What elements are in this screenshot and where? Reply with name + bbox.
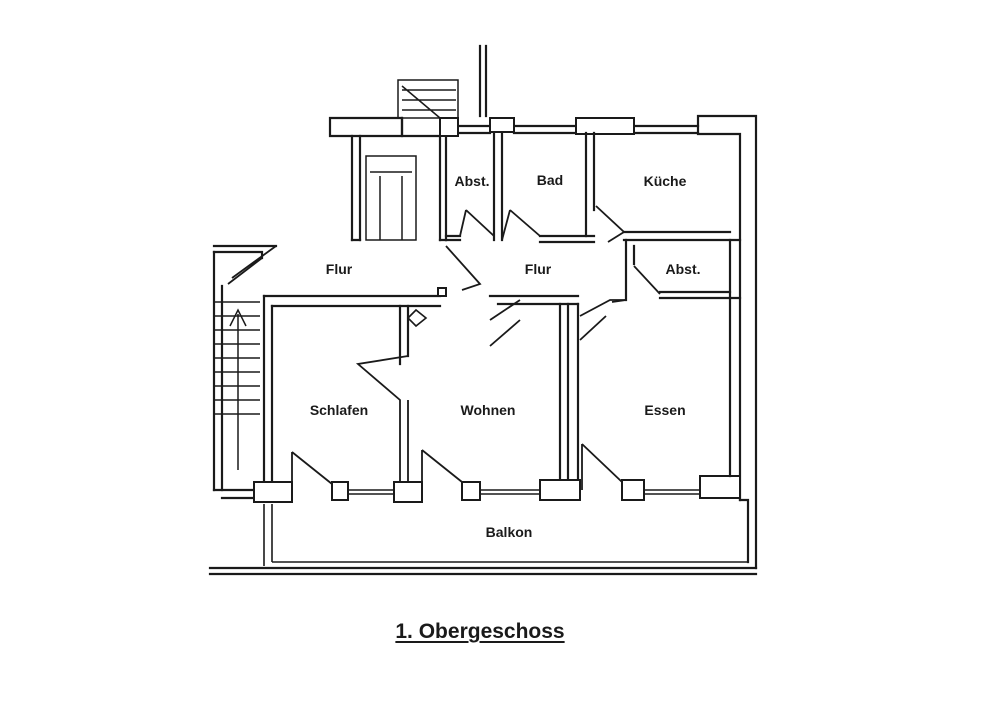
door-schlafen-balkon: [291, 451, 333, 490]
upper-rooms: [444, 131, 742, 303]
room-label-abst-right: Abst.: [666, 261, 701, 277]
wall-wohnen-essen: [558, 302, 580, 484]
stairs: [212, 301, 260, 500]
window: [644, 489, 700, 495]
window: [348, 489, 394, 495]
column: [437, 287, 447, 297]
wall-segment: [328, 116, 404, 138]
wall-segment: [444, 234, 462, 242]
elevator: [365, 155, 417, 241]
door-essen-balkon: [581, 443, 623, 490]
door-bad: [501, 209, 541, 241]
door-flur-left: [227, 245, 277, 285]
flur-walls: [212, 238, 626, 492]
door-abst-right: [611, 265, 661, 303]
wall-segment: [512, 124, 578, 135]
column: [461, 481, 481, 501]
wall-right-lower: [738, 498, 750, 564]
column: [621, 479, 645, 501]
door-wohnen: [489, 299, 521, 347]
balkon-side: [263, 504, 273, 566]
lower-rooms: [253, 294, 741, 503]
outer-walls: [208, 114, 758, 576]
column: [393, 481, 423, 503]
door-abst: [459, 209, 495, 237]
wall-segment: [400, 116, 448, 242]
wall-segment: [632, 124, 700, 135]
stair-core: [350, 116, 635, 242]
door-kueche: [595, 205, 626, 243]
column: [439, 117, 459, 137]
wall-left: [212, 250, 224, 492]
stair-steps: [214, 301, 260, 415]
upper-stair: [397, 79, 459, 119]
room-labels: Abst. Bad Küche Flur Flur Abst. Schlafen…: [310, 172, 701, 540]
plan-title: 1. Obergeschoss: [395, 620, 565, 643]
window: [480, 489, 540, 495]
room-label-kueche: Küche: [644, 173, 687, 189]
wall-kueche-bottom: [622, 230, 742, 242]
wall-schlafen-left: [262, 294, 274, 484]
room-label-bad: Bad: [537, 172, 563, 188]
room-label-essen: Essen: [644, 402, 685, 418]
wall-bad-bottom: [538, 234, 596, 244]
column: [489, 117, 515, 133]
wall-bad-kueche: [584, 131, 596, 238]
room-label-balkon: Balkon: [486, 524, 533, 540]
stair-arrow: [229, 308, 247, 470]
wall-flur-bottom-mid: [488, 294, 580, 306]
wall-stair-bottom: [212, 488, 254, 500]
shaft-pipe: [478, 44, 488, 118]
room-label-wohnen: Wohnen: [461, 402, 516, 418]
wall-bottom: [208, 566, 758, 576]
shaft: [397, 44, 488, 119]
room-label-flur-center: Flur: [525, 261, 552, 277]
wall-abst-bad: [492, 131, 504, 242]
wall-segment: [456, 124, 492, 135]
column: [253, 481, 293, 503]
wall-right: [696, 114, 758, 570]
door-essen: [579, 299, 626, 341]
wall-segment: [350, 134, 362, 242]
room-label-flur-left: Flur: [326, 261, 353, 277]
room-label-abst-upper: Abst.: [455, 173, 490, 189]
column: [575, 117, 635, 135]
door-schlafen: [355, 355, 409, 484]
column: [539, 479, 581, 501]
chimney-vent: [406, 308, 428, 328]
wall-flur-bottom-left: [262, 294, 442, 308]
column: [331, 481, 349, 501]
door-wohnen-balkon: [421, 449, 463, 490]
wall-abst-right-bottom: [658, 290, 742, 300]
column: [699, 475, 741, 499]
door-flur-center: [445, 245, 482, 291]
wall-schlafen-wohnen: [398, 304, 410, 366]
wall-abst-right: [624, 238, 636, 302]
room-label-schlafen: Schlafen: [310, 402, 368, 418]
